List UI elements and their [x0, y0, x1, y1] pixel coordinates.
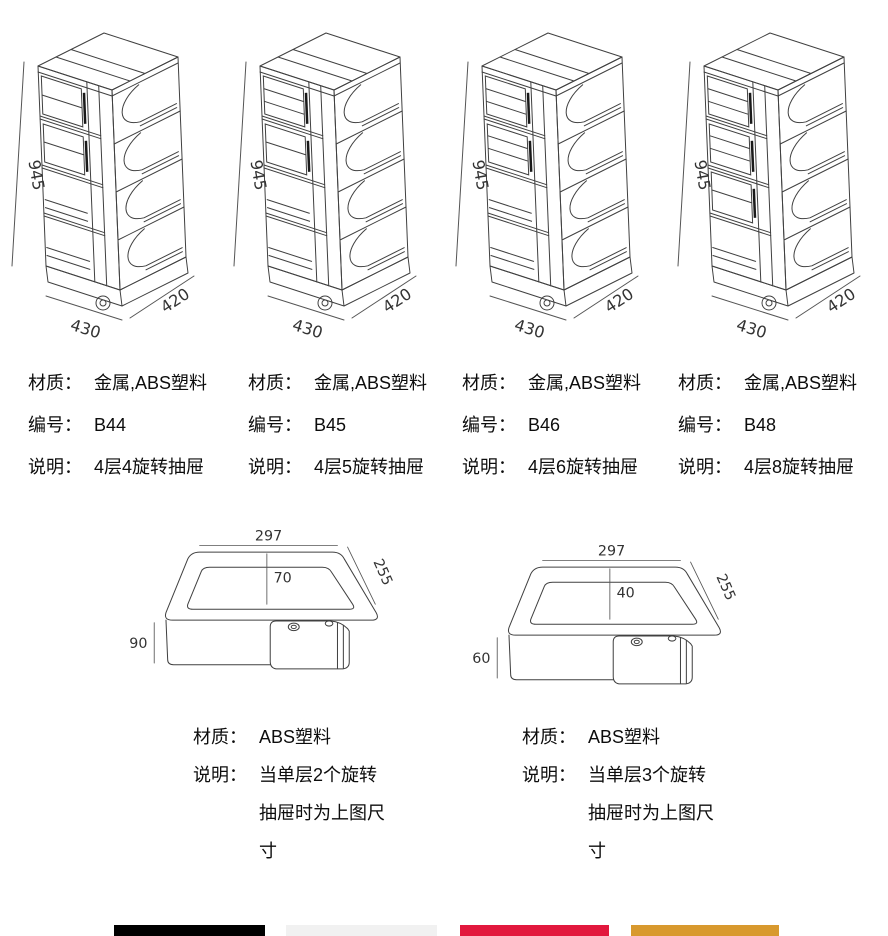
- spec-material-row: 材质： 金属,ABS塑料: [678, 362, 888, 404]
- cart-b45-drawer-lines: [262, 75, 311, 222]
- cart-drawing-b46: 945 430 420: [444, 4, 666, 349]
- desc-label: 说明：: [462, 457, 516, 477]
- material-value: ABS塑料: [259, 727, 332, 747]
- material-value: 金属,ABS塑料: [528, 373, 642, 393]
- material-value: 金属,ABS塑料: [94, 373, 208, 393]
- spec-desc-row: 说明： 当单层3个旋转: [522, 756, 714, 794]
- color-swatch-off-white: [286, 925, 437, 936]
- tray-2slot-line-art: 297 70 255 90: [129, 528, 395, 670]
- cart-drawing-b48: 945 430 420: [666, 4, 888, 349]
- desc-value-line3: 寸: [259, 841, 277, 861]
- drawer-detail-drawing-2slot: 297 70 255 90: [129, 520, 398, 680]
- dim-depth-label: 420: [823, 284, 859, 317]
- code-value: B44: [94, 415, 127, 435]
- dim-height-label: 945: [690, 158, 714, 191]
- desc-label: 说明：: [248, 457, 302, 477]
- cart-b48-line-art: 945 430 420: [677, 32, 861, 342]
- desc-value-line2: 抽屉时为上图尺: [588, 803, 714, 823]
- spec-code-row: 编号： B45: [248, 404, 463, 446]
- cart-drawing-b45: 945 430 420: [222, 4, 444, 349]
- tray-spec-block-3slot: 材质： ABS塑料 说明： 当单层3个旋转 抽屉时为上图尺 寸: [522, 718, 714, 870]
- dim-depth-label: 420: [157, 284, 193, 317]
- desc-value-line3: 寸: [588, 841, 606, 861]
- tray-depth-label: 255: [712, 572, 738, 603]
- cart-b48-drawer-lines: [706, 75, 757, 224]
- drawer-detail-drawing-3slot: 297 40 255 60: [472, 535, 741, 695]
- dim-height-label: 945: [246, 158, 270, 191]
- code-value: B46: [528, 415, 561, 435]
- desc-value: 4层8旋转抽屉: [744, 457, 855, 477]
- tray-width-label: 297: [598, 543, 625, 559]
- code-label: 编号：: [678, 415, 732, 435]
- spec-desc-row: 说明： 当单层2个旋转: [193, 756, 385, 794]
- material-label: 材质：: [193, 727, 247, 747]
- tray-height-label: 60: [472, 651, 490, 667]
- code-value: B48: [744, 415, 777, 435]
- spec-material-row: 材质： 金属,ABS塑料: [462, 362, 677, 404]
- dim-width-label: 430: [512, 315, 547, 342]
- spec-block-b44: 材质： 金属,ABS塑料 编号： B44 说明： 4层4旋转抽屉: [28, 362, 243, 488]
- tray-width-label: 297: [255, 528, 282, 544]
- dim-width-label: 430: [734, 315, 769, 342]
- spec-desc-row: 说明： 4层4旋转抽屉: [28, 446, 243, 488]
- cart-b44-line-art: 945 430 420: [11, 32, 195, 342]
- tray-depth-label: 255: [369, 557, 395, 588]
- dim-depth-label: 420: [379, 284, 415, 317]
- color-swatch-black: [114, 925, 265, 936]
- spec-desc-row: 说明： 4层5旋转抽屉: [248, 446, 463, 488]
- material-label: 材质：: [678, 373, 732, 393]
- material-value: ABS塑料: [588, 727, 661, 747]
- cart-b46-drawer-lines: [484, 75, 533, 222]
- spec-block-b48: 材质： 金属,ABS塑料 编号： B48 说明： 4层8旋转抽屉: [678, 362, 888, 488]
- spec-code-row: 编号： B46: [462, 404, 677, 446]
- color-swatch-red: [460, 925, 609, 936]
- desc-label: 说明：: [28, 457, 82, 477]
- material-value: 金属,ABS塑料: [314, 373, 428, 393]
- tray-inner-height-label: 70: [274, 570, 292, 586]
- spec-desc-row: 说明： 4层8旋转抽屉: [678, 446, 888, 488]
- dim-height-label: 945: [468, 158, 492, 191]
- cart-drawing-b44: 945 430 420: [0, 4, 222, 349]
- cart-b44-drawer-lines: [40, 75, 89, 222]
- material-label: 材质：: [248, 373, 302, 393]
- code-label: 编号：: [28, 415, 82, 435]
- desc-value-line2: 抽屉时为上图尺: [259, 803, 385, 823]
- material-label: 材质：: [522, 727, 576, 747]
- dim-depth-label: 420: [601, 284, 637, 317]
- spec-block-b45: 材质： 金属,ABS塑料 编号： B45 说明： 4层5旋转抽屉: [248, 362, 463, 488]
- tray-height-label: 90: [129, 636, 147, 652]
- material-label: 材质：: [28, 373, 82, 393]
- dim-height-label: 945: [24, 158, 48, 191]
- desc-label: 说明：: [522, 765, 576, 785]
- cart-b46-line-art: 945 430 420: [455, 32, 639, 342]
- dim-width-label: 430: [290, 315, 325, 342]
- tray-spec-block-2slot: 材质： ABS塑料 说明： 当单层2个旋转 抽屉时为上图尺 寸: [193, 718, 385, 870]
- cart-b45-line-art: 945 430 420: [233, 32, 417, 342]
- desc-value-line1: 当单层3个旋转: [588, 765, 707, 785]
- dim-width-label: 430: [68, 315, 103, 342]
- desc-label: 说明：: [193, 765, 247, 785]
- desc-value: 4层5旋转抽屉: [314, 457, 425, 477]
- spec-material-row: 材质： ABS塑料: [193, 718, 385, 756]
- spec-code-row: 编号： B44: [28, 404, 243, 446]
- desc-value: 4层6旋转抽屉: [528, 457, 639, 477]
- desc-value: 4层4旋转抽屉: [94, 457, 205, 477]
- code-label: 编号：: [462, 415, 516, 435]
- material-value: 金属,ABS塑料: [744, 373, 858, 393]
- spec-material-row: 材质： 金属,ABS塑料: [28, 362, 243, 404]
- desc-label: 说明：: [678, 457, 732, 477]
- material-label: 材质：: [462, 373, 516, 393]
- desc-value-line1: 当单层2个旋转: [259, 765, 378, 785]
- spec-block-b46: 材质： 金属,ABS塑料 编号： B46 说明： 4层6旋转抽屉: [462, 362, 677, 488]
- spec-material-row: 材质： 金属,ABS塑料: [248, 362, 463, 404]
- spec-material-row: 材质： ABS塑料: [522, 718, 714, 756]
- color-swatch-amber: [631, 925, 779, 936]
- spec-code-row: 编号： B48: [678, 404, 888, 446]
- code-label: 编号：: [248, 415, 302, 435]
- spec-desc-row: 说明： 4层6旋转抽屉: [462, 446, 677, 488]
- tray-3slot-line-art: 297 40 255 60: [472, 543, 738, 685]
- tray-inner-height-label: 40: [617, 585, 635, 601]
- code-value: B45: [314, 415, 347, 435]
